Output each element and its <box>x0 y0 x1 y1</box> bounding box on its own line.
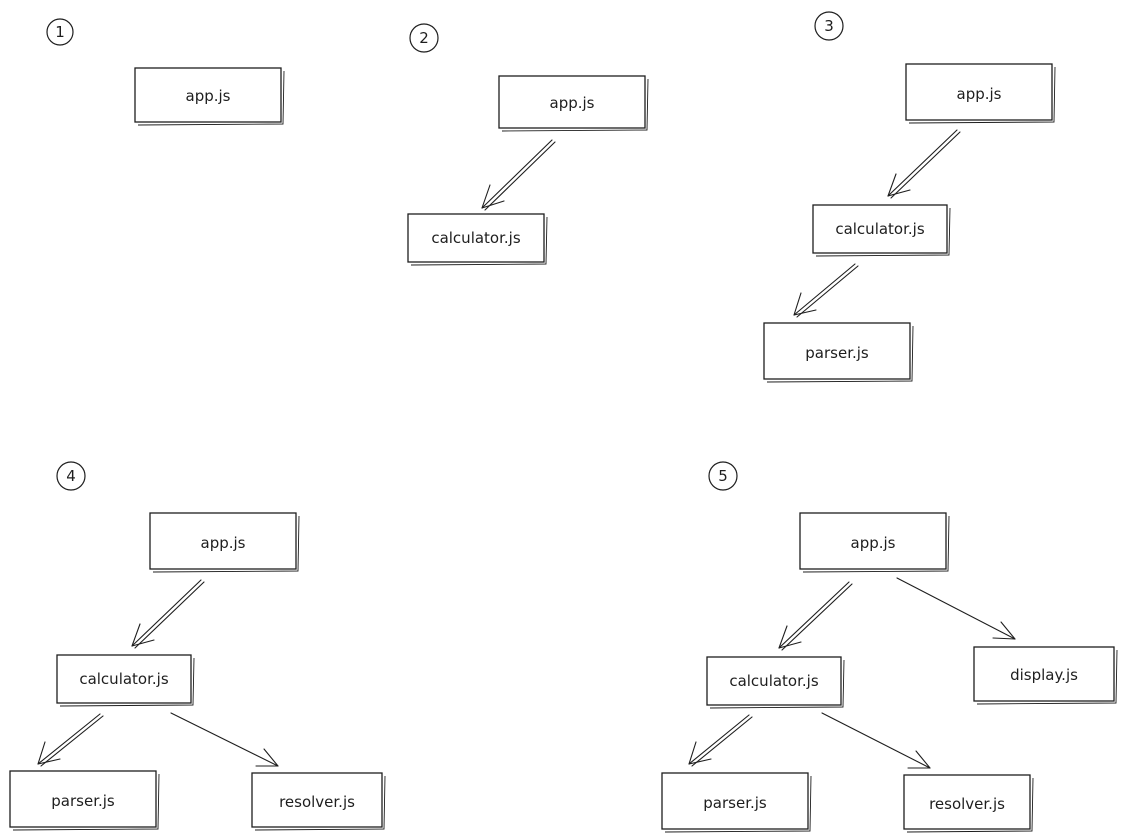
node-label: calculator.js <box>431 229 521 247</box>
diagram-3: 3 app.js calculator.js parser.js <box>763 11 1056 383</box>
step-number: 4 <box>66 467 76 485</box>
node-label: calculator.js <box>79 670 169 688</box>
step-number: 3 <box>824 17 834 35</box>
diagram-5: 5 app.js calculator.js display.js <box>661 461 1118 833</box>
step-badge-5: 5 <box>708 461 738 491</box>
step-badge-2: 2 <box>409 23 439 53</box>
node-label: app.js <box>201 534 246 552</box>
node-calculator: calculator.js <box>407 213 548 266</box>
node-calculator: calculator.js <box>706 656 845 709</box>
diagram-2: 2 app.js calculator.js <box>407 23 649 266</box>
arrow-app-to-calculator <box>887 129 961 199</box>
node-label: parser.js <box>51 792 115 810</box>
node-label: app.js <box>851 534 896 552</box>
node-parser: parser.js <box>661 772 812 833</box>
arrow-calculator-to-resolver <box>170 712 279 767</box>
arrow-app-to-display <box>896 577 1016 640</box>
node-parser: parser.js <box>763 322 914 383</box>
node-calculator: calculator.js <box>56 654 195 707</box>
step-badge-3: 3 <box>814 11 844 41</box>
node-label: resolver.js <box>279 793 355 811</box>
node-label: resolver.js <box>929 795 1005 813</box>
node-label: app.js <box>186 87 231 105</box>
step-number: 5 <box>718 467 728 485</box>
step-number: 1 <box>55 23 65 41</box>
arrow-app-to-calculator <box>778 581 853 651</box>
step-number: 2 <box>419 29 429 47</box>
arrow-calculator-to-resolver <box>821 712 931 769</box>
node-label: app.js <box>550 94 595 112</box>
node-resolver: resolver.js <box>903 774 1034 833</box>
node-display: display.js <box>973 646 1118 705</box>
node-label: display.js <box>1010 666 1078 684</box>
diagram-4: 4 app.js calculator.js p <box>9 461 386 831</box>
node-app: app.js <box>134 67 285 126</box>
node-label: calculator.js <box>729 672 819 690</box>
node-label: parser.js <box>703 794 767 812</box>
node-resolver: resolver.js <box>251 772 386 831</box>
arrow-calculator-to-parser <box>37 713 104 767</box>
step-badge-4: 4 <box>56 461 86 491</box>
node-app: app.js <box>498 75 649 132</box>
node-label: app.js <box>957 85 1002 103</box>
diagram-1: 1 app.js <box>46 18 285 126</box>
node-calculator: calculator.js <box>812 204 951 257</box>
arrow-calculator-to-parser <box>793 263 859 318</box>
node-parser: parser.js <box>9 770 160 831</box>
arrow-calculator-to-parser <box>688 714 753 767</box>
step-badge-1: 1 <box>46 18 74 46</box>
node-app: app.js <box>905 63 1056 124</box>
arrow-app-to-calculator <box>131 579 205 649</box>
node-label: calculator.js <box>835 220 925 238</box>
node-label: parser.js <box>805 344 869 362</box>
arrow-app-to-calculator <box>481 139 556 211</box>
node-app: app.js <box>149 512 300 573</box>
node-app: app.js <box>799 512 950 573</box>
